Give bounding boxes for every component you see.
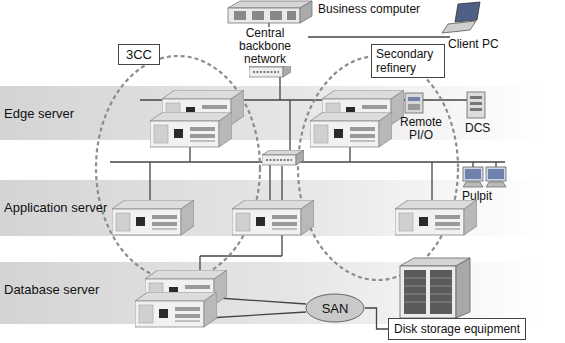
switch-icon bbox=[262, 150, 304, 165]
caption-label: Client PC bbox=[448, 38, 499, 51]
node-text: 3CC bbox=[126, 47, 152, 62]
tier-band: Edge server bbox=[4, 106, 104, 121]
remote-pio-icon bbox=[405, 93, 423, 113]
label-box: Secondary refinery bbox=[371, 44, 445, 78]
caption-label: Pulpit bbox=[462, 190, 492, 203]
network-wires bbox=[110, 22, 505, 318]
node-text: Secondary refinery bbox=[376, 47, 440, 75]
tier-band: Database server bbox=[4, 282, 108, 297]
node-text: Application server bbox=[4, 200, 108, 215]
node-text: Disk storage equipment bbox=[394, 322, 520, 336]
server-icon bbox=[310, 112, 392, 147]
region-outline bbox=[96, 56, 260, 280]
label-box: Disk storage equipment bbox=[388, 318, 526, 340]
disk-storage-icon bbox=[400, 258, 470, 318]
san-ellipse-shape bbox=[306, 294, 364, 322]
label-box: 3CC bbox=[118, 44, 160, 65]
caption-label: Business computer bbox=[318, 3, 420, 16]
band-fill bbox=[0, 86, 540, 140]
region-outline bbox=[298, 56, 458, 280]
pulpit-monitor bbox=[463, 167, 483, 187]
node-text: Edge server bbox=[4, 106, 104, 121]
node-text: Database server bbox=[4, 282, 108, 297]
connector-line bbox=[365, 308, 388, 329]
server-icon bbox=[395, 200, 477, 235]
server-icon bbox=[135, 292, 217, 327]
node-text: SAN bbox=[322, 301, 349, 316]
caption-label: Remote PI/O bbox=[398, 116, 444, 142]
caption-label: Central backbone network bbox=[222, 27, 308, 66]
server-icon bbox=[112, 200, 194, 235]
san-ellipse: SAN bbox=[305, 293, 365, 323]
dcs-icon bbox=[467, 92, 485, 118]
caption-label: DCS bbox=[465, 122, 490, 135]
server-icon bbox=[232, 200, 314, 235]
server-icon bbox=[150, 112, 232, 147]
client-pc-icon bbox=[442, 2, 480, 33]
pulpit-monitor bbox=[486, 167, 506, 187]
tier-band: Application server bbox=[4, 200, 108, 215]
business-computer-icon bbox=[228, 1, 312, 23]
